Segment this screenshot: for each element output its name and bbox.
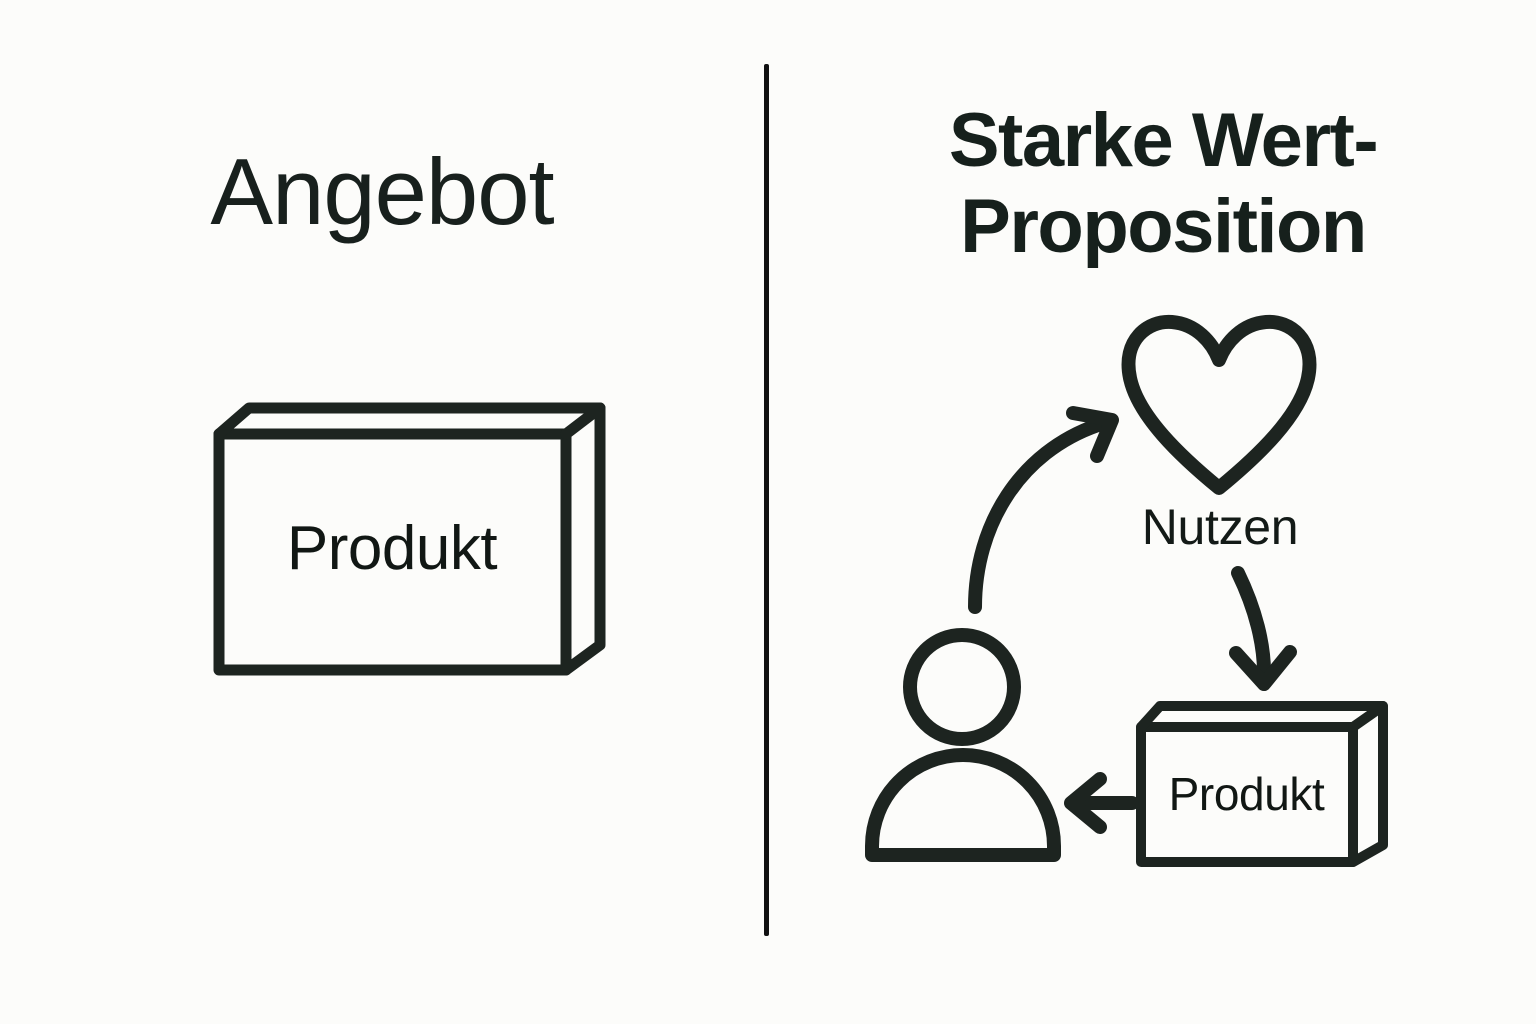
benefit-to-product-arrow <box>1229 566 1297 691</box>
heart-icon <box>1121 314 1317 495</box>
product-to-customer-arrow-head <box>1064 772 1107 834</box>
person-head-icon <box>903 628 1021 746</box>
product-box-left-right-face <box>560 402 606 676</box>
product-box-right-top-face <box>1136 701 1388 732</box>
vertical-divider <box>764 64 769 936</box>
person-body-icon <box>865 748 1061 862</box>
right-panel-title: Starke Wert- Proposition <box>790 98 1536 270</box>
product-to-customer-arrow <box>1064 772 1139 834</box>
customer-to-benefit-arrow-head <box>1066 406 1119 463</box>
right-panel-title-line-2: Proposition <box>960 184 1367 269</box>
product-box-left-label: Produkt <box>286 514 498 583</box>
benefit-label: Nutzen <box>1141 499 1299 555</box>
person-icon <box>865 628 1061 862</box>
customer-to-benefit-arrow-shaft <box>968 418 1105 614</box>
benefit-to-product-arrow-head <box>1229 645 1297 691</box>
right-panel-title-line-1: Starke Wert- <box>948 98 1379 183</box>
product-box-right-right-face <box>1348 701 1388 867</box>
benefit-to-product-arrow-shaft <box>1231 566 1271 679</box>
left-panel-title: Angebot <box>210 139 554 244</box>
product-box-left-top-face <box>213 402 606 440</box>
product-box-right-label: Produkt <box>1168 768 1325 820</box>
